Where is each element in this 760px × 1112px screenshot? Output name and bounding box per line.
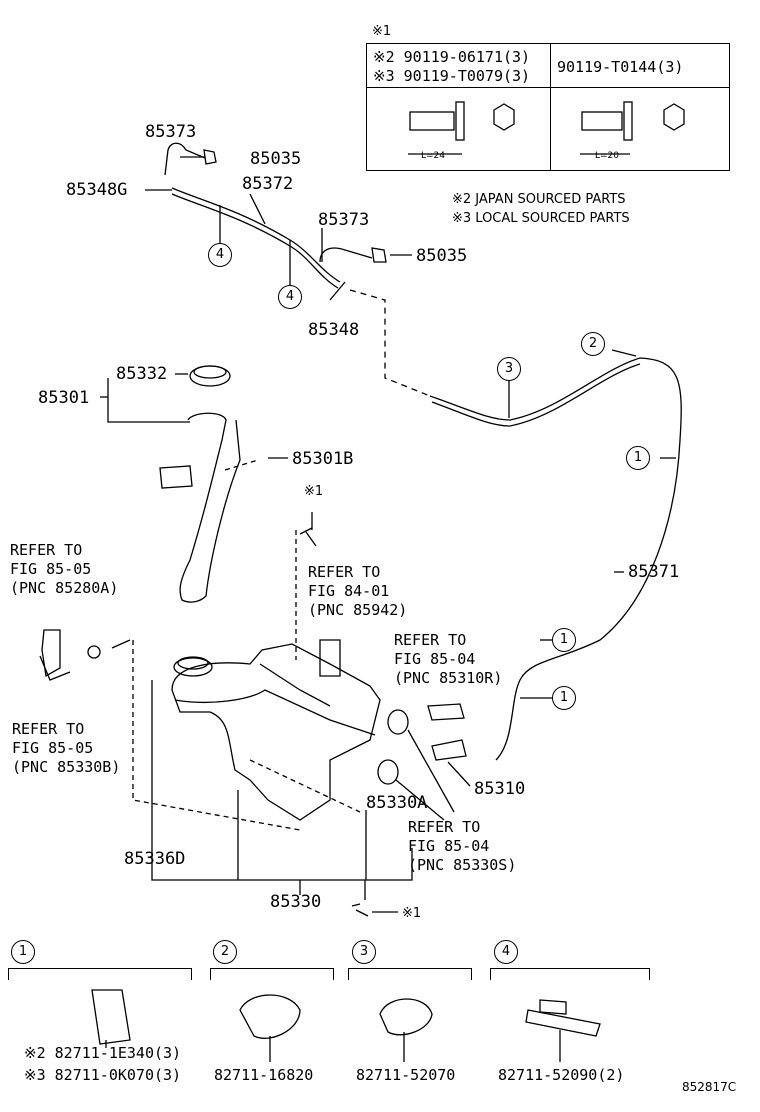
label-85373-top: 85373 [145,122,197,142]
legend-part-4: 82711-52090(2) [498,1066,625,1084]
legend-num-2: 2 [213,940,237,964]
clip-sketch-4 [525,1009,601,1037]
legend-part-2: 82711-16820 [214,1066,314,1084]
fastener-table: ※2 90119-06171(3) ※3 90119-T0079(3) 9011… [366,43,730,171]
hose-85373-top [164,142,206,176]
clamp-callout-4a: 4 [208,243,232,267]
clamp-callout-2: 2 [581,332,605,356]
label-85332: 85332 [116,364,168,384]
label-85330: 85330 [270,892,322,912]
label-85301: 85301 [38,388,90,408]
legend-num-1: 1 [11,940,35,964]
hose-85372 [171,187,341,283]
table-cell-part-line1: ※2 90119-06171(3) [373,48,531,66]
label-85373-mid: 85373 [318,210,370,230]
ref-fig-85-05-b: REFER TO FIG 85-05 (PNC 85330B) [12,720,121,776]
note-japan: ※2 JAPAN SOURCED PARTS [452,192,626,207]
clip-sketch-2 [239,994,301,1039]
label-85348G: 85348G [66,180,128,200]
ref-fig-85-04-a: REFER TO FIG 85-04 (PNC 85310R) [394,631,503,687]
clamp-callout-1b: 1 [552,628,576,652]
filler-pipe [179,412,241,603]
table-dim-left: L=24 [421,151,446,161]
hose-85371 [429,357,682,761]
clamp-callout-1c: 1 [552,686,576,710]
figure-code: 852817C [682,1080,737,1094]
legend-num-4: 4 [494,940,518,964]
label-85310: 85310 [474,779,526,799]
clamp-callout-1a: 1 [626,446,650,470]
clamp-callout-4b: 4 [278,285,302,309]
table-cell-part-line2: ※3 90119-T0079(3) [373,67,531,85]
legend-part-1-line2: ※3 82711-0K070(3) [24,1066,182,1084]
clip-sketch-3 [379,998,433,1036]
table-mark: ※1 [372,24,392,39]
clamp-callout-3: 3 [497,357,521,381]
label-85372: 85372 [242,174,294,194]
table-dim-right: L=20 [595,151,620,161]
table-cell-part-right: 90119-T0144(3) [557,58,684,76]
label-85336D: 85336D [124,849,186,869]
washer-tank [171,643,381,821]
clip-sketch-1 [91,989,131,1045]
label-85330A: 85330A [366,793,428,813]
label-85348: 85348 [308,320,360,340]
label-85371: 85371 [628,562,680,582]
ref-fig-84-01: REFER TO FIG 84-01 (PNC 85942) [308,563,408,619]
legend-part-1-line1: ※2 82711-1E340(3) [24,1044,182,1062]
label-85301B: 85301B [292,449,354,469]
note-local: ※3 LOCAL SOURCED PARTS [452,211,630,226]
bolt-mark-bottom: ※1 [402,906,422,921]
legend-part-3: 82711-52070 [356,1066,456,1084]
bolt-mark-top: ※1 [304,484,324,499]
label-85035-top: 85035 [250,149,302,169]
ref-fig-85-04-b: REFER TO FIG 85-04 (PNC 85330S) [408,818,517,874]
label-85035-mid: 85035 [416,246,468,266]
legend-num-3: 3 [352,940,376,964]
ref-fig-85-05-a: REFER TO FIG 85-05 (PNC 85280A) [10,541,119,597]
